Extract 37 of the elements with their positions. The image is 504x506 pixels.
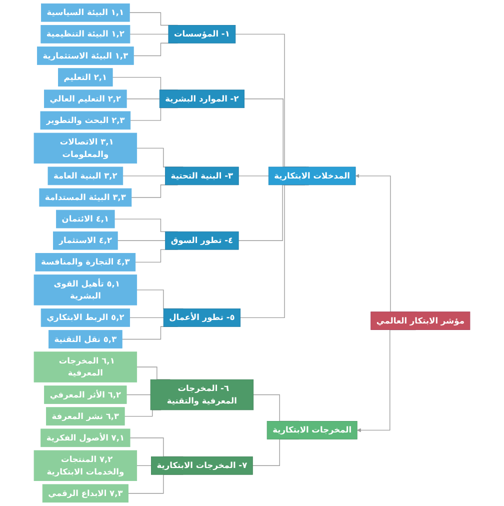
connector bbox=[117, 240, 166, 241]
node-box: ٦,٢ الأثر المعرفي bbox=[44, 386, 127, 404]
node-box: مؤشر الابتكار العالمي bbox=[370, 312, 470, 330]
node-box: ١,٢ البيئة التنظيمية bbox=[40, 25, 130, 44]
node-box: ٣,٢ البنية العامة bbox=[48, 166, 124, 186]
connector bbox=[130, 34, 169, 35]
connector bbox=[136, 465, 152, 466]
node-box: ٤,٣ التجارة والمنافسة bbox=[35, 253, 136, 272]
node-box: ٤- تطور السوق bbox=[165, 231, 239, 250]
node-box: ٥,٢ الربط الابتكاري bbox=[40, 308, 130, 327]
node-box: ٤,٢ الاستثمار bbox=[53, 231, 118, 250]
node-box: ٦- المخرجات المعرفية والتقنية bbox=[150, 379, 254, 410]
node-box: ١- المؤسسات bbox=[168, 25, 236, 44]
node-box: ٢,٣ البحث والتطوير bbox=[40, 111, 131, 130]
node-box: ٣- البنية التحتية bbox=[165, 166, 239, 186]
node-box: ١,٣ البيئة الاستثمارية bbox=[37, 46, 134, 65]
node-box: ١,١ البيئة السياسية bbox=[41, 3, 130, 22]
node-box: ٥,١ تأهيل القوى البشرية bbox=[34, 274, 138, 306]
node-box: ٥- تطور الأعمال bbox=[163, 308, 241, 327]
node-box: ٢,١ التعليم bbox=[58, 68, 113, 86]
node-box: ٧- المخرجات الابتكارية bbox=[151, 456, 253, 475]
node-box: ٥,٣ نقل التقنية bbox=[48, 330, 122, 348]
node-box: ٧,٢ المنتجات والخدمات الابتكارية bbox=[34, 450, 138, 481]
connector bbox=[126, 394, 151, 396]
node-box: ٤,١ الائتمان bbox=[56, 210, 115, 228]
connector bbox=[126, 98, 160, 100]
node-box: المدخلات الابتكارية bbox=[268, 166, 356, 186]
connector bbox=[129, 317, 164, 318]
node-box: ٣,١ الاتصالات والمعلومات bbox=[34, 132, 138, 164]
node-box: المخرجات الابتكارية bbox=[266, 421, 358, 440]
node-box: ٢,٢ التعليم العالي bbox=[44, 90, 127, 108]
node-box: ٦,٣ نشر المعرفة bbox=[46, 407, 125, 426]
node-box: ٦,١ المخرجات المعرفية bbox=[34, 352, 138, 382]
node-box: ٣,٣ البيئة المستدامة bbox=[39, 188, 132, 207]
node-box: ٧,٣ الابداع الرقمي bbox=[42, 484, 128, 503]
node-box: ٢- الموارد البشرية bbox=[159, 90, 244, 108]
node-box: ٧,١ الأصول الفكرية bbox=[40, 428, 130, 448]
